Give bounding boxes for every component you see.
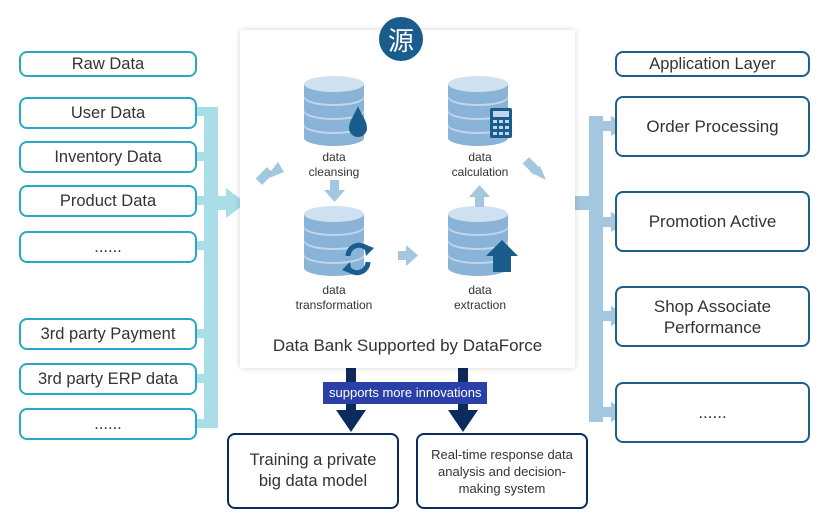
data-bank-title: Data Bank Supported by DataForce xyxy=(272,336,543,355)
calculation-database-icon xyxy=(448,76,512,146)
raw-item-product-data: Product Data xyxy=(19,185,197,217)
raw-data-header: Raw Data xyxy=(19,51,197,77)
process-flow xyxy=(255,76,546,276)
raw-data-connectors xyxy=(197,107,246,428)
cleansing-database-icon xyxy=(304,76,367,146)
app-item-shop-associate-performance: Shop Associate Performance xyxy=(615,286,810,347)
app-item-promotion-active: Promotion Active xyxy=(615,191,810,252)
training-private-model-box: Training a private big data model xyxy=(227,433,399,509)
data-bank-panel xyxy=(240,30,575,368)
application-connectors xyxy=(574,116,629,422)
app-item-order-processing: Order Processing xyxy=(615,96,810,157)
app-item-placeholder: ...... xyxy=(615,382,810,443)
raw-item-user-data: User Data xyxy=(19,97,197,129)
raw-item-placeholder-2: ...... xyxy=(19,408,197,440)
raw-item-3rd-party-erp: 3rd party ERP data xyxy=(19,363,197,395)
raw-item-placeholder: ...... xyxy=(19,231,197,263)
supports-innovations-label: supports more innovations xyxy=(323,382,488,404)
extraction-database-icon xyxy=(448,206,518,276)
application-layer-header: Application Layer xyxy=(615,51,810,77)
realtime-decision-system-box: Real-time response data analysis and dec… xyxy=(416,433,588,509)
raw-item-inventory-data: Inventory Data xyxy=(19,141,197,173)
process-arrows xyxy=(255,157,546,266)
transformation-database-icon xyxy=(304,206,374,276)
raw-item-3rd-party-payment: 3rd party Payment xyxy=(19,318,197,350)
dataforce-logo-icon: 源 xyxy=(379,17,423,61)
